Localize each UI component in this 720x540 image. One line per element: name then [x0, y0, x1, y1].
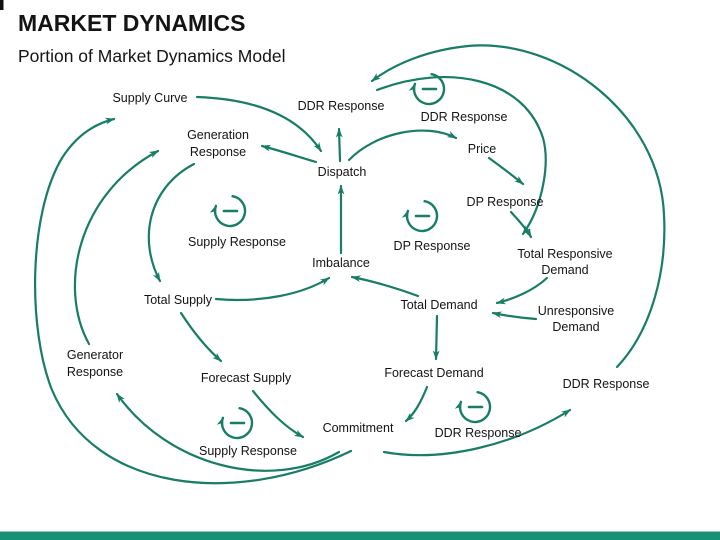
arrow-dispatch-to-generation-response	[260, 144, 318, 164]
page-subtitle: Portion of Market Dynamics Model	[18, 46, 285, 66]
arrow-ddr-response-right-to-ddr-response-top	[370, 44, 666, 369]
arrow-price-to-dp-response	[487, 156, 525, 186]
svg-text:Response: Response	[190, 145, 246, 159]
node-commitment: Commitment	[323, 421, 394, 435]
arrow-total-demand-to-forecast-demand	[432, 314, 440, 361]
edges	[34, 44, 666, 485]
arrow-supply-curve-to-dispatch	[195, 95, 323, 153]
loop-label-supply-bottom: Supply Response	[199, 444, 297, 458]
loop-badge-dp	[401, 200, 439, 233]
loop-label-ddr-bottom: DDR Response	[435, 426, 522, 440]
loop-label-dp: DP Response	[394, 239, 471, 253]
node-unresponsive-demand: Unresponsive Demand	[538, 304, 614, 334]
svg-text:Response: Response	[67, 365, 123, 379]
arrow-ddr-response-top-to-total-responsive-demand	[375, 76, 547, 236]
loop-label-supply-mid: Supply Response	[188, 235, 286, 249]
arrow-total-responsive-demand-to-total-demand	[495, 276, 549, 305]
arrow-total-demand-to-imbalance	[350, 275, 420, 298]
node-total-supply: Total Supply	[144, 293, 213, 307]
arrow-total-supply-to-forecast-supply	[179, 311, 223, 363]
node-supply-curve: Supply Curve	[112, 91, 187, 105]
arrow-generation-response-to-total-supply	[147, 162, 196, 283]
arrow-commitment-to-supply-curve	[34, 117, 353, 485]
node-dispatch: Dispatch	[318, 165, 367, 179]
node-total-demand: Total Demand	[400, 298, 477, 312]
svg-text:Demand: Demand	[541, 263, 588, 277]
loop-badge-ddr-bottom	[454, 391, 492, 424]
node-forecast-demand: Forecast Demand	[384, 366, 483, 380]
arrow-generator-response-to-generation-response	[73, 149, 160, 346]
node-imbalance: Imbalance	[312, 256, 370, 270]
svg-text:Total Responsive: Total Responsive	[517, 247, 612, 261]
loop-badge-supply-bottom	[216, 407, 254, 440]
loop-labels: DDR Response Supply Response DP Response…	[188, 110, 521, 458]
node-generator-response: Generator Response	[67, 348, 123, 379]
loop-label-ddr-top: DDR Response	[421, 110, 508, 124]
arrow-total-supply-to-imbalance	[214, 276, 331, 302]
node-ddr-response-top: DDR Response	[298, 99, 385, 113]
corner-mark	[0, 0, 4, 10]
arrow-commitment-to-generator-response	[115, 392, 341, 472]
node-price: Price	[468, 142, 497, 156]
footer-bar	[0, 531, 720, 540]
arrow-commitment-to-ddr-response-right	[382, 408, 572, 457]
loop-badges	[209, 73, 492, 440]
nodes: Supply Curve Generation Response DDR Res…	[67, 91, 650, 435]
node-dp-response: DP Response	[467, 195, 544, 209]
node-generation-response: Generation Response	[187, 128, 249, 159]
arrow-forecast-demand-to-commitment	[404, 385, 429, 423]
loop-badge-supply-mid	[209, 195, 247, 228]
arrow-forecast-supply-to-commitment	[251, 389, 305, 439]
arrow-dispatch-to-price	[347, 129, 458, 162]
node-ddr-response-right: DDR Response	[563, 377, 650, 391]
node-total-responsive-demand: Total Responsive Demand	[517, 247, 612, 277]
svg-text:Unresponsive: Unresponsive	[538, 304, 614, 318]
arrow-dispatch-to-ddr-response-top	[335, 127, 343, 163]
svg-text:Generation: Generation	[187, 128, 249, 142]
loop-badge-ddr-top	[408, 73, 446, 106]
arrow-unresponsive-demand-to-total-demand	[491, 311, 538, 321]
node-forecast-supply: Forecast Supply	[201, 371, 292, 385]
page-title: MARKET DYNAMICS	[18, 10, 245, 36]
svg-text:Generator: Generator	[67, 348, 123, 362]
svg-text:Demand: Demand	[552, 320, 599, 334]
